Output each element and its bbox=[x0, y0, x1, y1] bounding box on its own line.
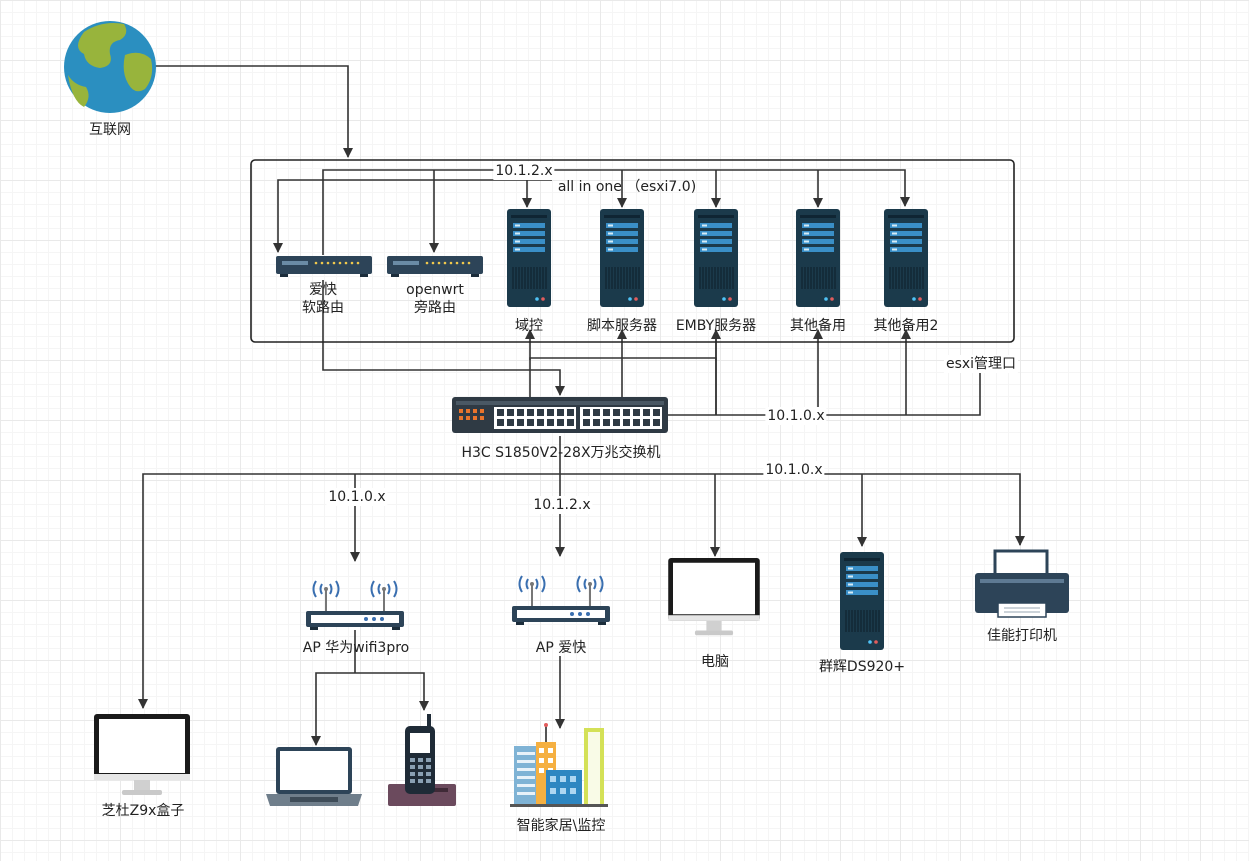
laptop-icon bbox=[266, 747, 362, 806]
vm-label-emby-server: EMBY服务器 bbox=[675, 318, 757, 334]
internet-label: 互联网 bbox=[89, 122, 131, 138]
router-openwrt-label-line1: openwrt bbox=[406, 282, 464, 298]
vm-label-spare-2: 其他备用2 bbox=[873, 318, 939, 334]
esxi-host-box bbox=[250, 159, 1015, 343]
printer-label: 佳能打印机 bbox=[987, 628, 1057, 644]
cordless-phone-icon bbox=[388, 714, 456, 806]
access-point-icon bbox=[512, 575, 610, 626]
router-ikuai-label-line2: 软路由 bbox=[302, 300, 344, 316]
ap1-network-label: 10.1.0.x bbox=[326, 488, 388, 506]
server-icon bbox=[884, 209, 928, 307]
switch-icon bbox=[452, 397, 668, 433]
vm-label-spare: 其他备用 bbox=[790, 318, 846, 334]
monitor-icon bbox=[94, 714, 190, 795]
router-icon bbox=[387, 256, 483, 277]
top-network-label: 10.1.2.x bbox=[493, 162, 555, 180]
router-openwrt-label-line2: 旁路由 bbox=[414, 300, 456, 316]
vm-label-script-server: 脚本服务器 bbox=[587, 318, 657, 334]
smart-home-label: 智能家居\监控 bbox=[516, 818, 606, 834]
buildings-icon bbox=[510, 723, 608, 807]
switch-label: H3C S1850V2-28X万兆交换机 bbox=[461, 445, 661, 461]
nas-label: 群辉DS920+ bbox=[818, 659, 906, 675]
globe-icon bbox=[64, 21, 156, 113]
esxi-box-title: all in one （esxi7.0) bbox=[557, 179, 697, 195]
server-icon bbox=[694, 209, 738, 307]
router-icon bbox=[276, 256, 372, 277]
esxi-mgmt-label: esxi管理口 bbox=[943, 355, 1019, 373]
server-icon bbox=[796, 209, 840, 307]
nas-icon bbox=[840, 552, 884, 650]
ap2-label: AP 爱快 bbox=[535, 640, 587, 656]
bus-network-label: 10.1.0.x bbox=[763, 461, 825, 479]
ap1-label: AP 华为wifi3pro bbox=[302, 640, 410, 656]
ap2-network-label: 10.1.2.x bbox=[531, 496, 593, 514]
vm-label-domain-controller: 域控 bbox=[515, 318, 543, 334]
tv-box-label: 芝杜Z9x盒子 bbox=[101, 803, 185, 819]
switch-right-network-label: 10.1.0.x bbox=[765, 407, 827, 425]
access-point-icon bbox=[306, 580, 404, 631]
pc-label: 电脑 bbox=[701, 654, 729, 670]
monitor-icon bbox=[668, 558, 760, 636]
printer-icon bbox=[975, 549, 1069, 618]
router-ikuai-label-line1: 爱快 bbox=[309, 282, 337, 298]
server-icon bbox=[507, 209, 551, 307]
server-icon bbox=[600, 209, 644, 307]
